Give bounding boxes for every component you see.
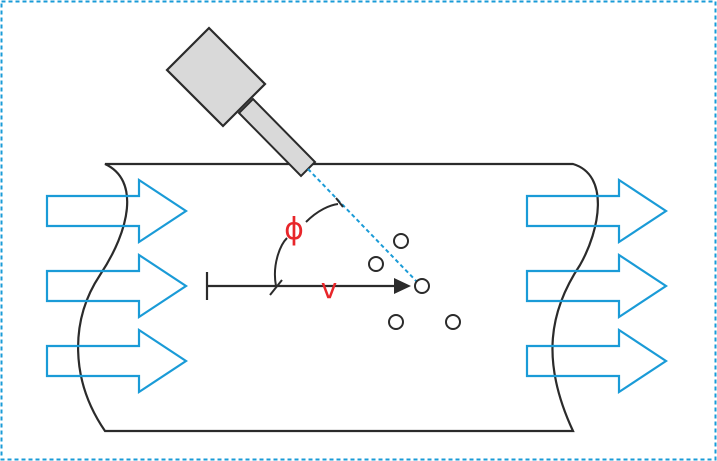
- pipe-section: [77, 162, 599, 433]
- particle-1: [393, 233, 409, 249]
- particle-4: [388, 314, 404, 330]
- particle-2: [368, 256, 384, 272]
- probe: [165, 26, 317, 178]
- particle-5: [445, 314, 461, 330]
- probe-head: [165, 26, 267, 128]
- velocity-vector: [205, 272, 411, 300]
- angle-tick-beam: [335, 197, 344, 208]
- laser-beam: [307, 168, 422, 287]
- particle-3: [414, 278, 430, 294]
- probe-rod: [237, 97, 317, 178]
- angle-tick-velocity: [269, 279, 283, 296]
- inlet-arrow-1: [45, 177, 188, 245]
- inlet-arrows: [45, 177, 188, 395]
- outlet-arrows: [525, 177, 668, 395]
- inlet-arrow-3: [45, 327, 188, 395]
- angle-arc: [269, 197, 344, 296]
- velocity-label: v: [321, 272, 338, 305]
- particles: [368, 233, 461, 330]
- outlet-arrow-3: [525, 327, 668, 395]
- outlet-arrow-2: [525, 252, 668, 320]
- inlet-arrow-2: [45, 252, 188, 320]
- velocity-arrowhead: [394, 278, 411, 294]
- angle-label: ϕ: [284, 212, 304, 247]
- outlet-arrow-1: [525, 177, 668, 245]
